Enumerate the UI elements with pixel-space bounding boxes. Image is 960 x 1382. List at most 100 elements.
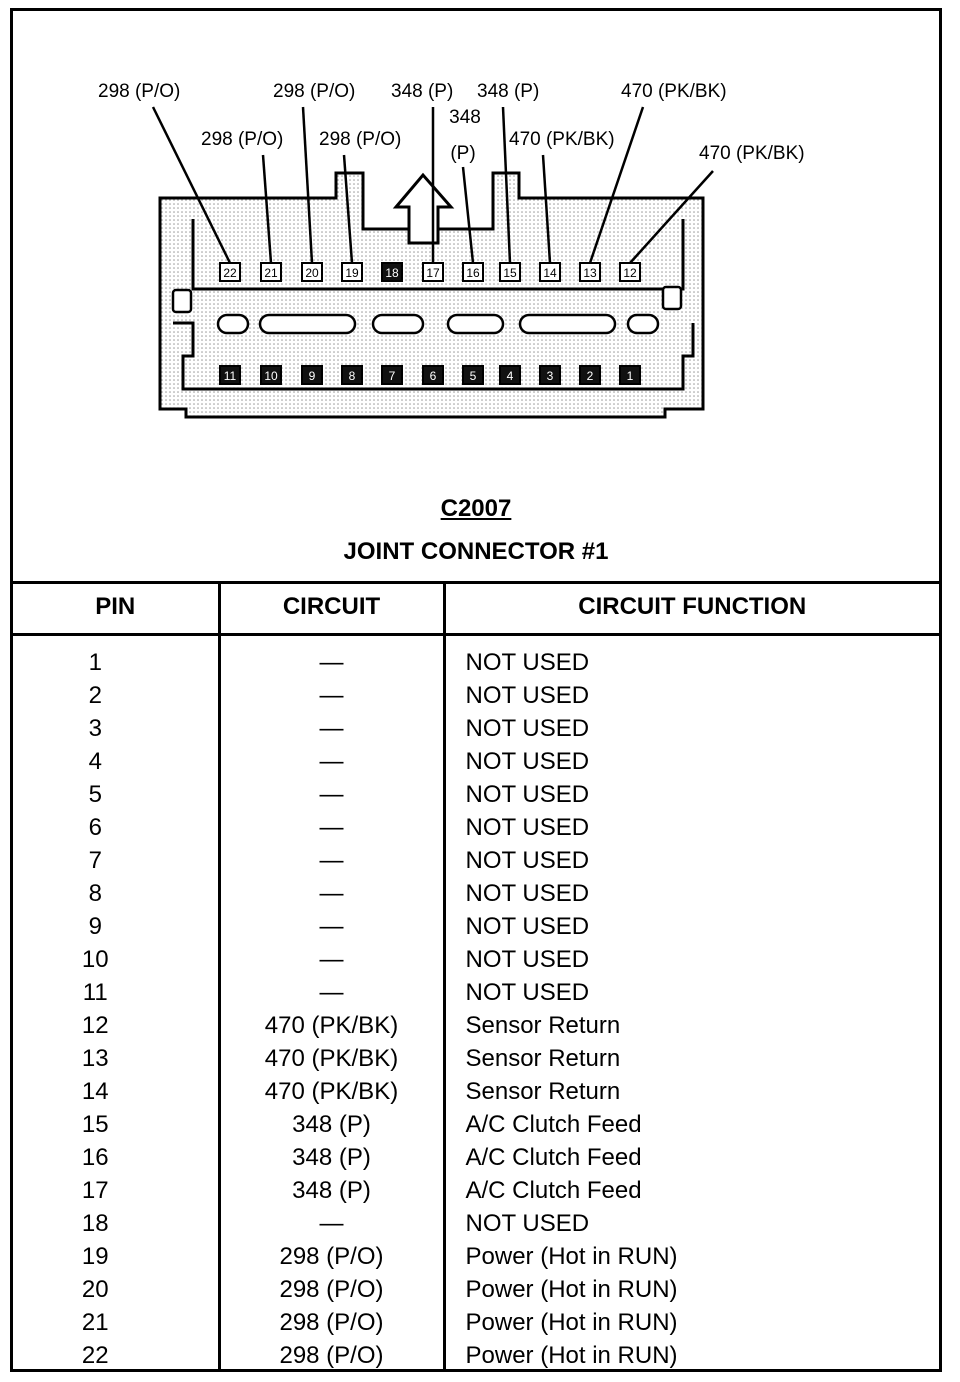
pin-cell: 12 xyxy=(81,1012,109,1039)
header-pin: PIN xyxy=(13,581,219,636)
wire-label-pin-14: 470 (PK/BK) xyxy=(509,129,615,150)
wire-label-pin-19: 298 (P/O) xyxy=(319,129,401,150)
connector-id: C2007 xyxy=(440,495,512,522)
pin-16: 16 xyxy=(462,262,484,282)
table-row: 18—NOT USED xyxy=(13,1207,939,1240)
pin-cell: 10 xyxy=(81,946,109,973)
pin-7: 7 xyxy=(381,365,403,385)
leader-line-pin-20 xyxy=(301,106,314,264)
function-cell: Sensor Return xyxy=(442,1075,939,1108)
pin-cell: 8 xyxy=(88,880,102,907)
pin-cell: 15 xyxy=(81,1111,109,1138)
function-cell: A/C Clutch Feed xyxy=(442,1108,939,1141)
pin-cell: 2 xyxy=(88,682,102,709)
function-cell: Power (Hot in RUN) xyxy=(442,1240,939,1273)
circuit-cell: — xyxy=(217,712,444,745)
leader-line-pin-12 xyxy=(629,170,714,264)
pin-number: 10 xyxy=(264,369,278,383)
function-cell: NOT USED xyxy=(442,811,939,844)
pin-22: 22 xyxy=(219,262,241,282)
circuit-cell: — xyxy=(217,679,444,712)
circuit-cell: 298 (P/O) xyxy=(217,1273,444,1306)
keying-slot xyxy=(258,313,357,335)
connector-name: JOINT CONNECTOR #1 xyxy=(343,538,609,565)
pin-8: 8 xyxy=(341,365,363,385)
table-row: 13 470 (PK/BK)Sensor Return xyxy=(13,1042,939,1075)
pin-cell: 14 xyxy=(81,1078,109,1105)
wire-label-pin-16: 348 xyxy=(449,107,481,128)
pin-5: 5 xyxy=(462,365,484,385)
function-cell: NOT USED xyxy=(442,1207,939,1240)
pin-cell: 11 xyxy=(82,979,108,1006)
circuit-cell: 298 (P/O) xyxy=(217,1339,444,1369)
leader-line-pin-14 xyxy=(541,154,552,264)
circuit-cell: 470 (PK/BK) xyxy=(217,1042,444,1075)
pin-3: 3 xyxy=(539,365,561,385)
circuit-cell: — xyxy=(217,1207,444,1240)
function-cell: NOT USED xyxy=(442,910,939,943)
pin-number: 21 xyxy=(264,266,278,280)
header-circuit-function: CIRCUIT FUNCTION xyxy=(442,581,939,636)
leader-line-pin-13 xyxy=(588,106,645,264)
pin-19: 19 xyxy=(341,262,363,282)
pin-number: 22 xyxy=(223,266,237,280)
pin-1: 1 xyxy=(619,365,641,385)
table-row: 2 —NOT USED xyxy=(13,679,939,712)
side-tab-left xyxy=(171,288,193,314)
function-cell: NOT USED xyxy=(442,778,939,811)
wire-label-pin-20: 298 (P/O) xyxy=(273,81,355,102)
pin-cell: 21 xyxy=(81,1309,109,1336)
keying-slot xyxy=(371,313,425,335)
pin-12: 12 xyxy=(619,262,641,282)
pin-number: 18 xyxy=(385,266,399,280)
leader-line-pin-15 xyxy=(501,106,512,264)
function-cell: NOT USED xyxy=(442,745,939,778)
pin-number: 3 xyxy=(547,369,554,383)
circuit-cell: — xyxy=(217,745,444,778)
pin-number: 9 xyxy=(309,369,316,383)
leader-line-pin-19 xyxy=(342,154,354,264)
keying-slot xyxy=(216,313,250,335)
circuit-cell: 470 (PK/BK) xyxy=(217,1075,444,1108)
connector-housing xyxy=(158,171,705,419)
function-cell: NOT USED xyxy=(442,712,939,745)
function-cell: NOT USED xyxy=(442,679,939,712)
pin-number: 7 xyxy=(389,369,396,383)
pin-15: 15 xyxy=(499,262,521,282)
pin-11: 11 xyxy=(219,365,241,385)
pin-cell: 13 xyxy=(81,1045,109,1072)
wire-label-pin-16-line2: (P) xyxy=(450,143,475,164)
circuit-cell: — xyxy=(217,976,444,1009)
function-cell: Sensor Return xyxy=(442,1042,939,1075)
pin-cell: 4 xyxy=(88,748,102,775)
pin-number: 20 xyxy=(305,266,319,280)
circuit-cell: — xyxy=(217,943,444,976)
function-cell: NOT USED xyxy=(442,844,939,877)
keying-slot xyxy=(518,313,617,335)
latch-arrow xyxy=(392,172,455,245)
pin-cell: 5 xyxy=(88,781,102,808)
function-cell: A/C Clutch Feed xyxy=(442,1174,939,1207)
pin-number: 1 xyxy=(627,369,634,383)
pin-20: 20 xyxy=(301,262,323,282)
table-row: 8—NOT USED xyxy=(13,877,939,910)
pin-cell: 22 xyxy=(81,1342,109,1369)
wire-labels: 298 (P/O)298 (P/O)298 (P/O)298 (P/O)348 … xyxy=(98,81,805,164)
circuit-cell: — xyxy=(217,910,444,943)
table-row: 14 470 (PK/BK)Sensor Return xyxy=(13,1075,939,1108)
table-row: 11—NOT USED xyxy=(13,976,939,1009)
pin-17: 17 xyxy=(422,262,444,282)
table-row: 7—NOT USED xyxy=(13,844,939,877)
circuit-cell: — xyxy=(217,778,444,811)
pin-cell: 16 xyxy=(81,1144,109,1171)
pin-cell: 6 xyxy=(88,814,102,841)
pin-number: 8 xyxy=(349,369,356,383)
circuit-cell: 298 (P/O) xyxy=(217,1240,444,1273)
